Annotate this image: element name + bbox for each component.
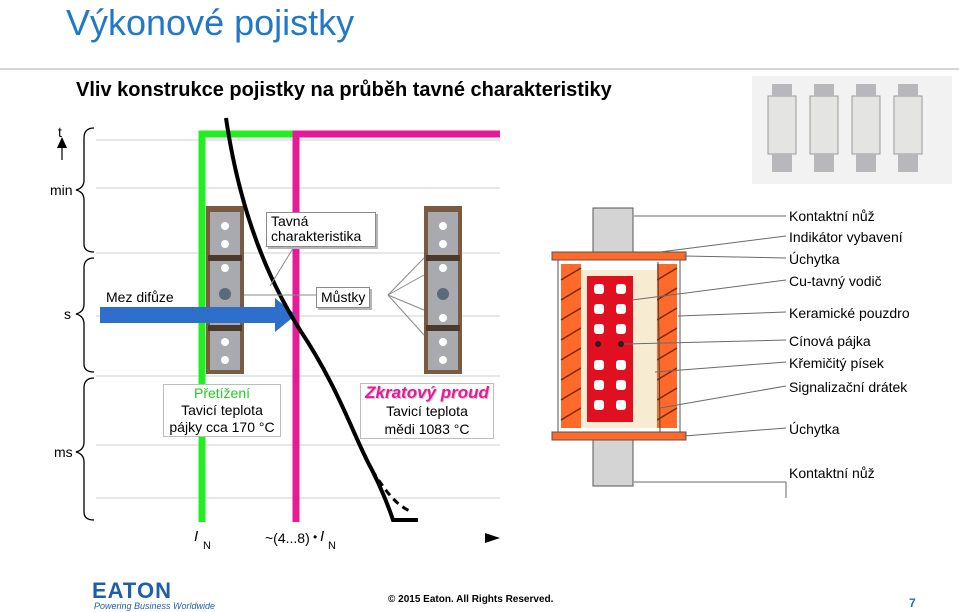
nh-fuse-photo (752, 76, 952, 184)
x-label-in: I (194, 528, 199, 545)
eaton-logo (92, 580, 170, 600)
component-label: Kontaktní nůž (789, 208, 875, 224)
component-label: Úchytka (789, 251, 840, 267)
component-label: Keramické pouzdro (789, 305, 910, 321)
overload-box: Přetížení Tavicí teplota pájky cca 170 °… (163, 384, 281, 437)
component-label: Kontaktní nůž (789, 465, 875, 481)
brace-s (75, 257, 95, 373)
melting-characteristic-dashed (370, 469, 413, 514)
component-label: Cínová pájka (789, 333, 871, 349)
component-label: Křemičitý písek (789, 355, 884, 371)
y-tick-ms: ms (54, 444, 73, 460)
component-label: Signalizační drátek (789, 379, 908, 395)
x-label-range: ~(4...8) (265, 530, 310, 546)
bridges-callout-lines (244, 257, 425, 336)
page-title: Výkonové pojistky (66, 2, 355, 43)
brace-min (75, 127, 95, 253)
y-tick-min: min (50, 182, 73, 198)
fuse-element-image-2 (424, 206, 462, 374)
x-label-in-sub-2: N (328, 540, 336, 552)
x-label-in-2: I (320, 528, 325, 545)
diffusion-label: Mez difůze (106, 289, 174, 305)
short-circuit-zone-outline (292, 130, 500, 522)
title-divider (0, 68, 959, 70)
x-label-in-sub: N (203, 540, 211, 552)
slide-subtitle: Vliv konstrukce pojistky na průběh tavné… (76, 79, 612, 101)
page-number: 7 (909, 596, 916, 610)
y-tick-s: s (64, 306, 71, 322)
curve-callout-line (269, 244, 296, 287)
eaton-logo-text: EATON (92, 578, 172, 603)
overload-text-1: Tavicí teplota (181, 402, 263, 418)
diffusion-arrow-body (100, 307, 275, 323)
short-circuit-title: Zkratový proud (365, 383, 489, 402)
component-label: Cu-tavný vodič (789, 273, 882, 289)
fuse-cross-section (551, 207, 687, 487)
copyright-text: © 2015 Eaton. All Rights Reserved. (388, 594, 554, 605)
x-label-dot: • (313, 530, 318, 544)
y-axis-label: t (58, 124, 62, 140)
component-label: Indikátor vybavení (789, 229, 903, 245)
x-axis-arrowhead (485, 533, 500, 543)
overload-text-2: pájky cca 170 °C (169, 419, 275, 435)
eaton-tagline: Powering Business Worldwide (94, 601, 216, 611)
short-circuit-box: Zkratový proud Tavicí teplota mědi 1083 … (360, 383, 494, 439)
overload-title: Přetížení (193, 385, 251, 401)
melting-characteristic-curve (224, 117, 418, 522)
diffusion-arrow-head (275, 298, 296, 332)
bridges-callout: Můstky (316, 287, 371, 308)
brace-ms (75, 377, 95, 521)
short-circuit-text-2: mědi 1083 °C (384, 421, 470, 437)
short-circuit-text-1: Tavicí teplota (386, 403, 468, 419)
component-leader-lines (623, 215, 787, 498)
component-label: Úchytka (789, 421, 840, 437)
fuse-element-image-1 (206, 206, 244, 374)
melting-curve-callout: Tavná charakteristika (266, 212, 376, 247)
t-axis-arrowhead (57, 137, 67, 148)
